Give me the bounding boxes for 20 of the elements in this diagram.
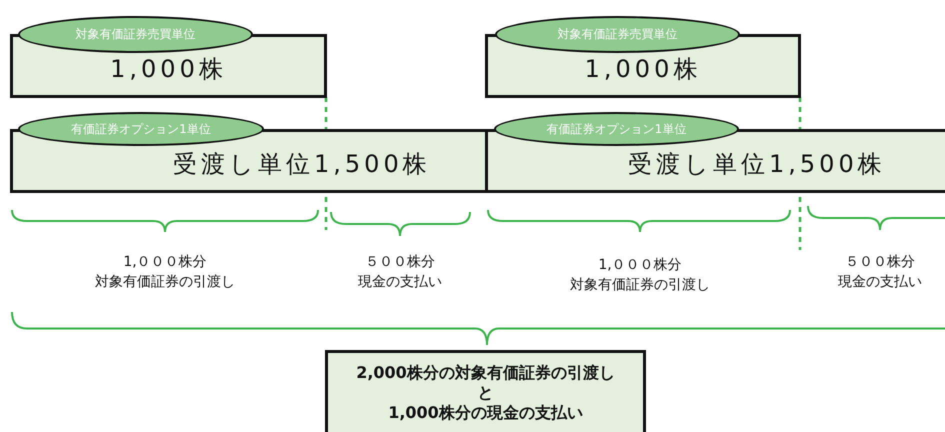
- heading-ellipse: 対象有価証券売買単位: [495, 16, 740, 52]
- brace-label: 対象有価証券の引渡し: [570, 276, 710, 294]
- heading-ellipse: 対象有価証券売買単位: [18, 16, 253, 52]
- brace-label: 1,０００株分: [598, 256, 682, 274]
- result-text: と: [476, 383, 494, 404]
- brace-label: 対象有価証券の引渡し: [95, 273, 235, 291]
- result-text: 2,000株分の対象有価証券の引渡し: [355, 363, 616, 384]
- brace-label: 現金の支払い: [838, 273, 922, 291]
- heading-ellipse: 有価証券オプション1単位: [494, 112, 739, 146]
- quantity-text: 受渡し単位1,500株: [628, 149, 886, 180]
- quantity-text: 受渡し単位1,500株: [173, 149, 431, 180]
- quantity-text: 1,000株: [584, 54, 702, 85]
- brace-label: 1,０００株分: [123, 253, 207, 271]
- result-text: 1,000株分の現金の支払い: [387, 403, 584, 424]
- quantity-text: 1,000株: [109, 54, 228, 85]
- heading-ellipse: 有価証券オプション1単位: [18, 112, 264, 146]
- brace-label: ５００株分: [365, 253, 435, 271]
- brace-label: 現金の支払い: [358, 273, 442, 291]
- result-box: [325, 350, 646, 432]
- brace-label: ５００株分: [845, 253, 915, 271]
